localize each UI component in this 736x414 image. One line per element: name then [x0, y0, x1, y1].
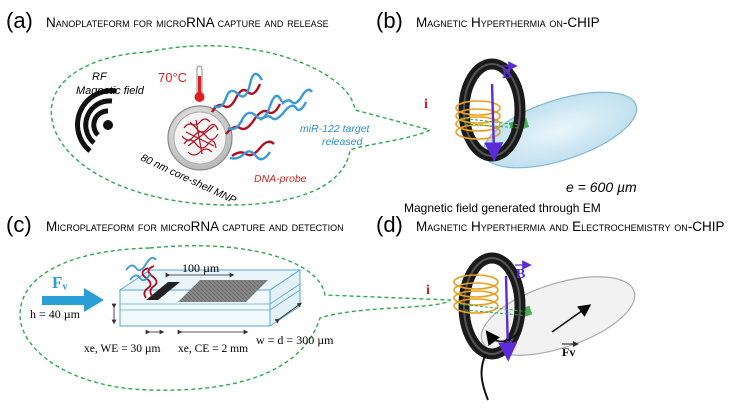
field-lines-b [459, 117, 521, 129]
temperature-label: 70°C [158, 70, 187, 85]
panel-b-caption: Magnetic field generated through EM [404, 201, 601, 215]
panel-c-label: (c) [6, 212, 32, 237]
b-field-label: B [502, 67, 511, 82]
panel-a-callout [50, 45, 432, 206]
flow-label-d: Fv [562, 345, 575, 359]
panel-b-title: Magnetic Hyperthermia on-CHIP [416, 15, 600, 30]
we-label: xe, WE = 30 µm [84, 343, 161, 355]
current-label-d: i [426, 283, 430, 298]
b-field-label-d: B [516, 267, 525, 282]
rf-label-line2: Magnetic field [76, 85, 145, 97]
rotation-arrow [485, 329, 521, 347]
panel-d-label: (d) [376, 212, 403, 237]
panel-a-label: (a) [6, 8, 33, 33]
panel-a-title: Nanoplateform for microRNA capture and r… [46, 15, 329, 30]
flow-label-c: Fᵥ [52, 273, 68, 292]
thickness-label: e = 600 µm [566, 179, 637, 195]
flow-arrow-d [551, 304, 592, 333]
core-shell-mnp [167, 105, 233, 171]
b-field-arrow [484, 83, 504, 162]
panel-b-label: (b) [376, 8, 403, 33]
dim-top-label: 100 µm [182, 261, 220, 275]
panel-d-title: Magnetic Hyperthermia and Electrochemist… [416, 219, 724, 234]
working-electrode [146, 282, 180, 300]
dna-strands [210, 72, 313, 161]
dim-width-label: w = d = 300 µm [256, 333, 334, 347]
wireless-signal-icon [75, 88, 117, 153]
panel-d: (d) Magnetic Hyperthermia and Electroche… [376, 212, 724, 401]
dim-height-label: h = 40 µm [30, 307, 81, 321]
ce-label: xe, CE = 2 mm [178, 343, 248, 355]
microchannel [118, 269, 302, 327]
flow-arrow-c [42, 288, 104, 312]
panel-c-callout [19, 245, 452, 391]
electromagnet-icon-d [453, 252, 526, 401]
panel-c: (c) Microplateform for microRNA capture … [6, 212, 452, 391]
chip-disk [482, 91, 638, 169]
dna-probe-label: DNA-probe [254, 173, 307, 185]
counter-electrode [178, 280, 268, 302]
field-lines-d [459, 303, 531, 317]
target-released-line2: released [322, 136, 363, 148]
panel-c-title: Microplateform for microRNA capture and … [46, 219, 344, 234]
dna-on-electrode [125, 256, 158, 299]
panel-a: (a) Nanoplateform for microRNA capture a… [6, 8, 432, 207]
panel-b: (b) Magnetic Hyperthermia on-CHIP i B e … [376, 8, 638, 215]
target-released-line1: miR-122 target [300, 123, 371, 135]
dim-width [274, 302, 302, 324]
rf-label-line1: RF [92, 71, 108, 83]
thermometer-icon [194, 65, 205, 102]
current-label-b: i [424, 97, 428, 112]
